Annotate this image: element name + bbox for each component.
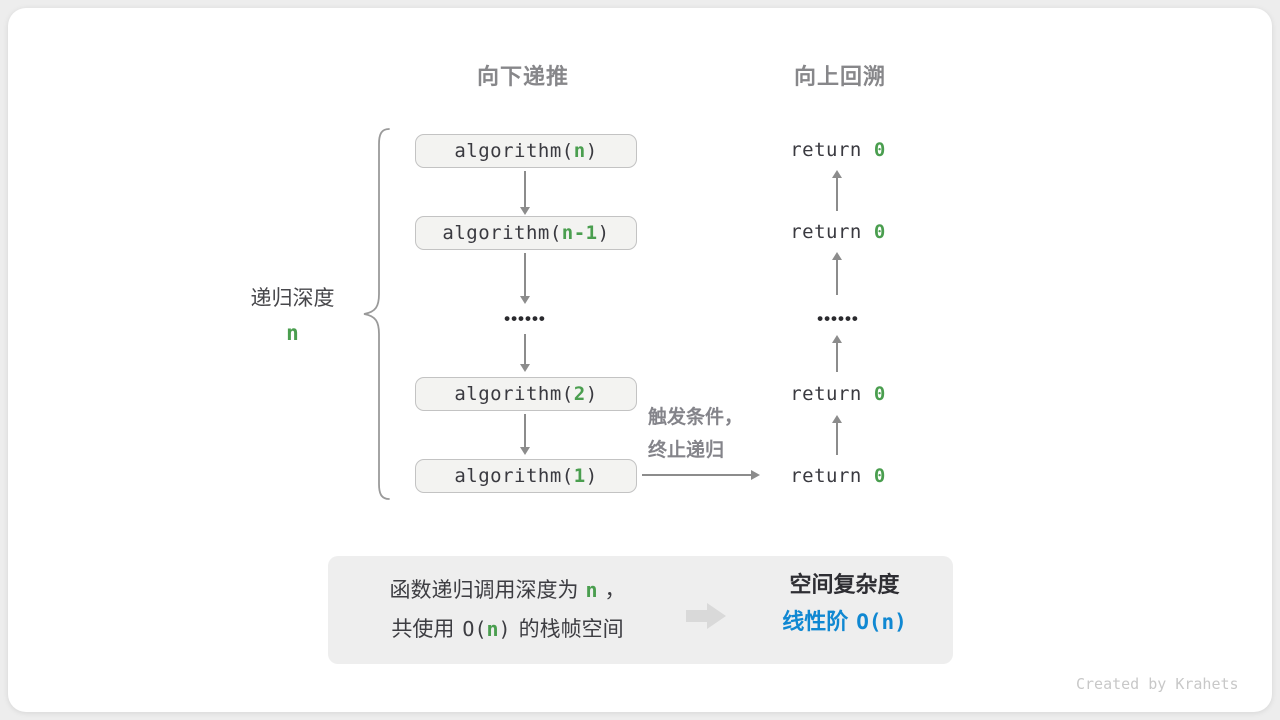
- termination-arrow-icon: [642, 470, 760, 480]
- summary-text: ，: [604, 579, 626, 602]
- call-arg: 1: [573, 465, 586, 487]
- return-keyword: return: [790, 221, 874, 243]
- call-arg: n-1: [561, 222, 598, 244]
- return-keyword: return: [790, 139, 874, 161]
- termination-note-line1: 触发条件，: [648, 407, 744, 428]
- call-text: algorithm(: [454, 140, 574, 162]
- return-statement: return 0: [758, 382, 918, 406]
- big-o-text: ): [498, 617, 511, 641]
- summary-text: 共使用: [391, 618, 455, 641]
- call-box-2-label: algorithm(2): [454, 383, 597, 405]
- recursion-depth-value: n: [286, 321, 299, 345]
- termination-note: 触发条件， 终止递归: [648, 401, 743, 467]
- summary-panel: [328, 556, 953, 664]
- summary-line2: 共使用 O(n) 的栈帧空间: [345, 610, 670, 649]
- call-text: ): [585, 140, 598, 162]
- return-keyword: return: [790, 383, 874, 405]
- termination-note-line2: 终止递归: [648, 440, 725, 461]
- big-o-text: O(: [462, 617, 487, 641]
- call-arg: 2: [573, 383, 586, 405]
- return-statement: return 0: [758, 464, 918, 488]
- call-arg: n: [573, 140, 586, 162]
- call-box-n-1: algorithm(n-1): [415, 216, 637, 250]
- up-arrow-icon: [832, 415, 842, 455]
- call-text: ): [597, 222, 610, 244]
- descend-ellipsis: ••••••: [504, 309, 546, 328]
- call-box-1-label: algorithm(1): [454, 465, 597, 487]
- return-value: 0: [873, 221, 886, 243]
- return-value: 0: [873, 465, 886, 487]
- call-box-n-1-label: algorithm(n-1): [442, 222, 609, 244]
- down-arrow-icon: [520, 171, 530, 215]
- return-keyword: return: [790, 465, 874, 487]
- descend-column-header: 向下递推: [476, 64, 569, 89]
- backtrack-ellipsis: ••••••: [817, 309, 859, 328]
- recursion-depth-text: 递归深度: [250, 287, 335, 310]
- call-box-n: algorithm(n): [415, 134, 637, 168]
- call-text: algorithm(: [442, 222, 562, 244]
- complexity-value: 线性阶 O(n): [752, 608, 937, 636]
- down-arrow-icon: [520, 414, 530, 455]
- summary-text: 函数递归调用深度为: [389, 579, 579, 602]
- call-box-1: algorithm(1): [415, 459, 637, 493]
- complexity-title: 空间复杂度: [789, 572, 900, 597]
- call-text: ): [585, 465, 598, 487]
- down-arrow-icon: [520, 334, 530, 372]
- call-text: algorithm(: [454, 383, 574, 405]
- depth-brace-icon: [363, 128, 390, 500]
- recursion-depth-label: 递归深度 n: [235, 282, 350, 345]
- down-arrow-icon: [520, 253, 530, 304]
- up-arrow-icon: [832, 335, 842, 372]
- summary-text: 的栈帧空间: [518, 618, 624, 641]
- complexity-class: 线性阶: [782, 609, 849, 634]
- return-statement: return 0: [758, 220, 918, 244]
- summary-result: 空间复杂度 线性阶 O(n): [752, 571, 937, 636]
- return-value: 0: [873, 383, 886, 405]
- call-text: algorithm(: [454, 465, 574, 487]
- backtrack-column-header: 向上回溯: [793, 64, 886, 89]
- summary-var: n: [486, 617, 499, 641]
- up-arrow-icon: [832, 252, 842, 295]
- return-value: 0: [873, 139, 886, 161]
- credit-text: Created by Krahets: [1076, 675, 1239, 693]
- summary-var: n: [585, 578, 598, 602]
- call-box-2: algorithm(2): [415, 377, 637, 411]
- complexity-notation: O(n): [856, 610, 907, 634]
- call-text: ): [585, 383, 598, 405]
- implies-arrow-icon: [686, 603, 726, 629]
- return-statement: return 0: [758, 138, 918, 162]
- call-box-n-label: algorithm(n): [454, 140, 597, 162]
- up-arrow-icon: [832, 170, 842, 211]
- summary-line1: 函数递归调用深度为 n ，: [345, 571, 670, 610]
